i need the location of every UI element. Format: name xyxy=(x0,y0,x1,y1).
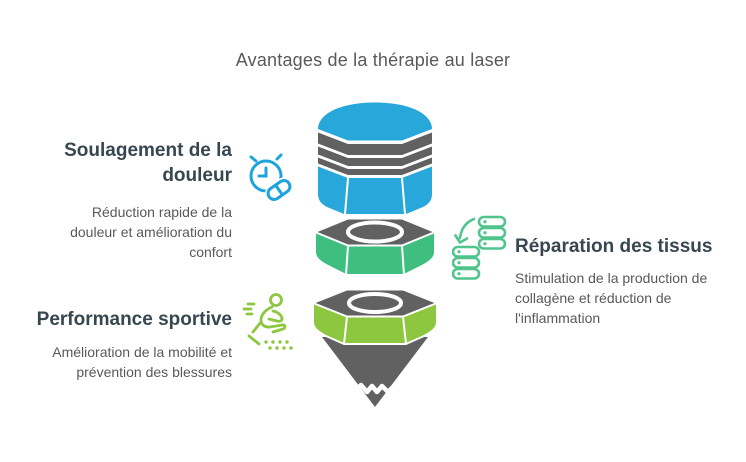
stacked-discs-transfer-icon xyxy=(452,215,507,280)
benefit-description-pain-relief: Réduction rapide de la douleur et amélio… xyxy=(70,204,232,261)
benefit-description-tissue-repair: Stimulation de la production de collagèn… xyxy=(515,270,708,327)
benefit-heading-sports-performance: Performance sportive xyxy=(36,309,232,330)
funnel-spout-tear xyxy=(351,382,398,395)
benefit-heading-pain-relief: Soulagement de la douleur xyxy=(64,140,232,186)
funnel-spout-cone xyxy=(322,337,428,407)
benefit-description-sports-performance: Amélioration de la mobilité et préventio… xyxy=(52,344,232,381)
funnel-diagram xyxy=(312,102,438,407)
page-title: Avantages de la thérapie au laser xyxy=(235,50,511,70)
running-person-icon xyxy=(242,293,293,350)
funnel-segment-tissue-repair xyxy=(314,217,436,276)
funnel-segment-pain-relief xyxy=(318,102,432,215)
funnel-segment-sports-performance xyxy=(312,288,438,345)
alarm-clock-pill-icon xyxy=(249,153,293,203)
benefit-heading-tissue-repair: Réparation des tissus xyxy=(515,236,713,257)
